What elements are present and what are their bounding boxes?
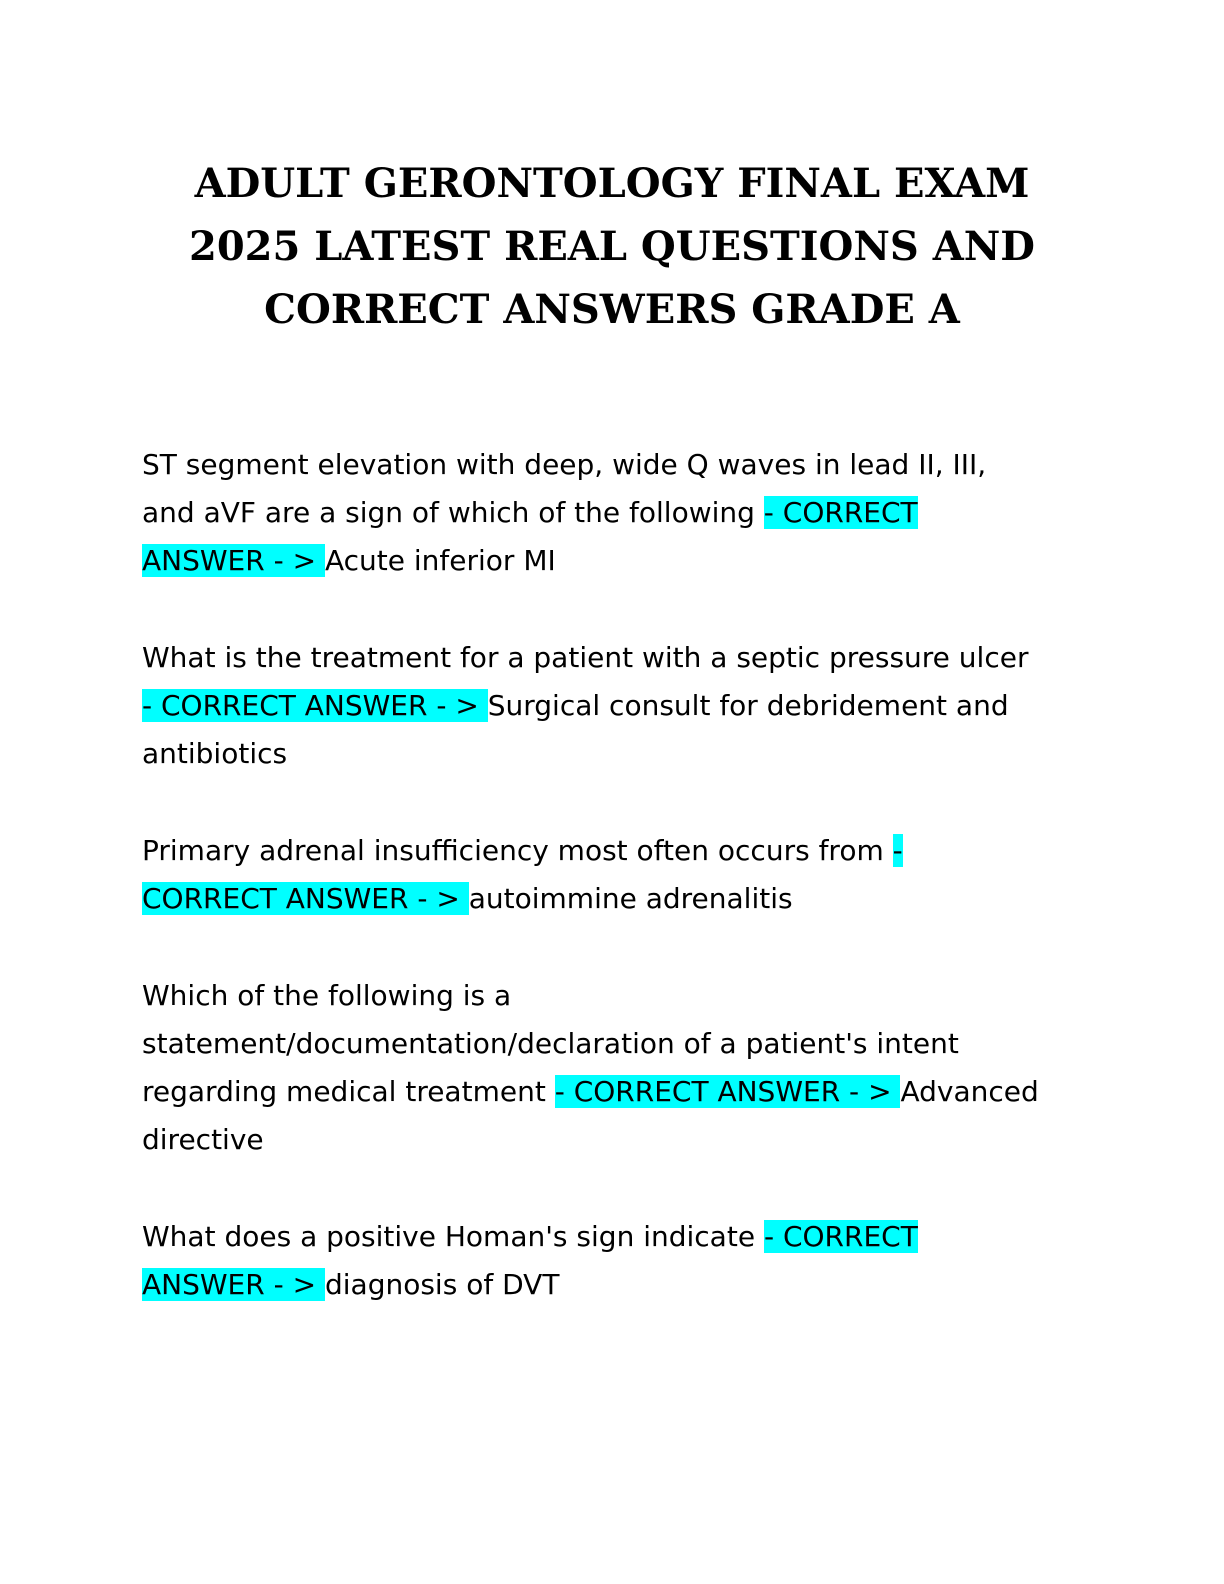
answer-line: directive <box>142 1116 1102 1164</box>
answer-text: diagnosis of DVT <box>324 1268 560 1301</box>
question-text: What is the treatment for a patient with… <box>142 641 1029 674</box>
question-line: and aVF are a sign of which of the follo… <box>142 489 1102 537</box>
question-line: ST segment elevation with deep, wide Q w… <box>142 441 1102 489</box>
document-title: ADULT GERONTOLOGY FINAL EXAM 2025 LATEST… <box>110 152 1114 341</box>
title-line: CORRECT ANSWERS GRADE A <box>264 286 960 333</box>
correct-answer-marker: CORRECT ANSWER - > <box>142 882 469 915</box>
question-line: Primary adrenal insufficiency most often… <box>142 827 1102 875</box>
title-line: ADULT GERONTOLOGY FINAL EXAM <box>194 160 1030 207</box>
answer-line: CORRECT ANSWER - > autoimmine adrenaliti… <box>142 875 1102 923</box>
correct-answer-marker: - CORRECT ANSWER - > <box>554 1075 901 1108</box>
correct-answer-marker: ANSWER - > <box>142 544 325 577</box>
question-text: regarding medical treatment <box>142 1075 555 1108</box>
question-text: What does a positive Homan's sign indica… <box>142 1220 764 1253</box>
question-text: and aVF are a sign of which of the follo… <box>142 496 764 529</box>
qa-item: Which of the following is a statement/do… <box>142 972 1102 1164</box>
correct-answer-marker: - CORRECT <box>763 496 918 529</box>
answer-text: Surgical consult for debridement and <box>487 689 1009 722</box>
question-text: Primary adrenal insufficiency most often… <box>142 834 893 867</box>
question-line: statement/documentation/declaration of a… <box>142 1020 1102 1068</box>
correct-answer-marker: - CORRECT <box>763 1220 918 1253</box>
answer-text: Acute inferior MI <box>324 544 556 577</box>
answer-text: Advanced <box>900 1075 1039 1108</box>
qa-list: ST segment elevation with deep, wide Q w… <box>142 441 1102 1358</box>
qa-item: What does a positive Homan's sign indica… <box>142 1213 1102 1309</box>
qa-item: ST segment elevation with deep, wide Q w… <box>142 441 1102 585</box>
question-text: Which of the following is a <box>142 979 512 1012</box>
answer-line: antibiotics <box>142 730 1102 778</box>
answer-line: - CORRECT ANSWER - > Surgical consult fo… <box>142 682 1102 730</box>
qa-item: What is the treatment for a patient with… <box>142 634 1102 778</box>
question-text: statement/documentation/declaration of a… <box>142 1027 959 1060</box>
answer-text: autoimmine adrenalitis <box>468 882 793 915</box>
question-line: Which of the following is a <box>142 972 1102 1020</box>
question-line: What is the treatment for a patient with… <box>142 634 1102 682</box>
answer-line: ANSWER - > Acute inferior MI <box>142 537 1102 585</box>
question-line: regarding medical treatment - CORRECT AN… <box>142 1068 1102 1116</box>
question-text: ST segment elevation with deep, wide Q w… <box>142 448 987 481</box>
answer-line: ANSWER - > diagnosis of DVT <box>142 1261 1102 1309</box>
title-line: 2025 LATEST REAL QUESTIONS AND <box>189 223 1035 270</box>
correct-answer-marker: - <box>892 834 903 867</box>
correct-answer-marker: ANSWER - > <box>142 1268 325 1301</box>
qa-item: Primary adrenal insufficiency most often… <box>142 827 1102 923</box>
answer-text: antibiotics <box>142 737 288 770</box>
question-line: What does a positive Homan's sign indica… <box>142 1213 1102 1261</box>
correct-answer-marker: - CORRECT ANSWER - > <box>142 689 488 722</box>
answer-text: directive <box>142 1123 264 1156</box>
